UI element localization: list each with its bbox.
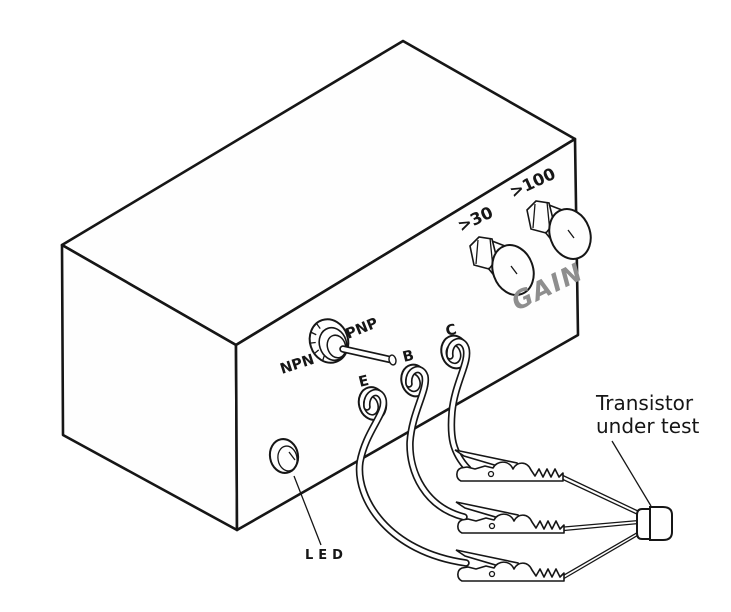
npn-pnp-toggle-switch: [308, 318, 397, 366]
led-face-mark: [288, 451, 296, 461]
transistor-flange: [636, 508, 651, 540]
gain-lamp-100: [526, 200, 592, 260]
lamp-100-nut-facet: [532, 203, 536, 229]
wire-b-core: [406, 367, 467, 520]
lamp-30-lens: [491, 244, 535, 296]
led-label: LED: [305, 548, 348, 563]
led-leader-line: [293, 475, 322, 546]
wire-e-core: [357, 390, 469, 566]
lamp-30-barrel-top: [491, 240, 506, 247]
switch-knurl-tick: [313, 349, 320, 355]
lamp-30-nut-facet: [475, 239, 479, 265]
lamp-100-lens-mark: [567, 229, 575, 239]
lamp-100-lens: [548, 208, 592, 260]
test-lead-wires: [355, 337, 472, 567]
switch-knurl-tick: [310, 331, 317, 336]
transistor-package: [636, 506, 673, 541]
gain-lamp-30: [469, 236, 535, 296]
wire-c-core: [447, 339, 471, 472]
lead-middle: [563, 522, 640, 532]
terminal-e-label: E: [357, 373, 370, 391]
switch-lever-tip: [388, 354, 397, 366]
led-inner-ring: [277, 445, 298, 472]
box-front-face: [234, 137, 580, 532]
lead-top: [562, 478, 641, 517]
transistor-caption-line1: Transistor: [595, 391, 694, 415]
led-indicator: [268, 438, 300, 474]
transistor-can: [649, 506, 673, 541]
alligator-clip-top: [454, 449, 564, 482]
switch-lever-core: [340, 346, 395, 363]
terminal-b-label: B: [401, 348, 416, 366]
lead-middle: [563, 519, 640, 528]
lead-bottom: [563, 533, 641, 580]
switch-knurl-tick: [315, 322, 321, 329]
alligator-clip-middle: [455, 501, 565, 534]
transistor-caption-line2: under test: [596, 414, 699, 438]
lamp-100-barrel-top: [548, 204, 563, 211]
transistor-leader-line: [611, 440, 652, 507]
alligator-clip-bottom: [455, 549, 565, 582]
enclosure-box: [60, 39, 580, 532]
lead-bottom: [563, 530, 641, 576]
lead-top: [562, 474, 641, 513]
terminal-c-label: C: [444, 322, 458, 340]
clip-lead-lines: [562, 474, 641, 580]
lamp-30-lens-mark: [510, 265, 518, 275]
switch-knurl-tick: [309, 341, 316, 344]
